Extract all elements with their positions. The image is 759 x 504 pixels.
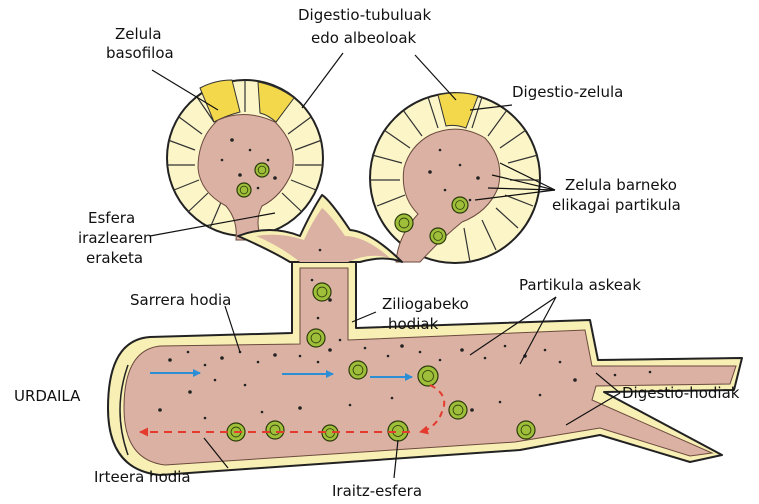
free-particle (238, 173, 242, 177)
free-particle (364, 347, 367, 350)
free-particle (158, 408, 162, 412)
free-particle (249, 149, 252, 152)
excretion-sphere (430, 228, 446, 244)
free-particle (214, 379, 217, 382)
free-particle (220, 356, 224, 360)
free-particle (439, 359, 442, 362)
label-digestio-hodiak: Digestio-hodiak (622, 384, 740, 402)
free-particle (261, 411, 264, 414)
free-particle (391, 397, 394, 400)
excretion-sphere (395, 214, 413, 232)
excretion-sphere (237, 183, 251, 197)
label-esfera-3: eraketa (86, 249, 143, 267)
excretion-sphere (449, 401, 467, 419)
excretion-sphere (517, 421, 535, 439)
left-tubule (167, 80, 323, 240)
excretion-sphere (349, 361, 367, 379)
free-particle (244, 384, 247, 387)
free-particle (188, 390, 192, 394)
label-zelula-basofiloa-1: Zelula (115, 25, 162, 43)
free-particle (317, 317, 320, 320)
free-particle (469, 199, 472, 202)
free-particle (230, 138, 234, 142)
label-partikula-askeak: Partikula askeak (519, 276, 641, 294)
free-particle (311, 279, 314, 282)
free-particle (349, 404, 352, 407)
free-particle (204, 364, 207, 367)
free-particle (428, 170, 432, 174)
free-particle (544, 349, 547, 352)
free-particle (400, 344, 404, 348)
free-particle (204, 417, 207, 420)
free-particle (273, 353, 277, 357)
free-particle (470, 408, 474, 412)
free-particle (539, 394, 542, 397)
free-particle (444, 189, 447, 192)
label-digestio-zelula: Digestio-zelula (512, 83, 623, 101)
excretion-sphere (418, 366, 438, 386)
free-particle (257, 361, 260, 364)
free-particle (476, 176, 480, 180)
label-esfera-1: Esfera (88, 209, 135, 227)
free-particle (419, 351, 422, 354)
label-zelula-basofiloa-2: basofiloa (106, 44, 174, 62)
label-zelula-barneko-2: elikagai partikula (552, 196, 681, 214)
free-particle (439, 149, 442, 152)
label-ziliogabeko-2: hodiak (388, 315, 439, 333)
free-particle (339, 339, 342, 342)
free-particle (614, 374, 617, 377)
free-particle (387, 355, 390, 358)
free-particle (273, 176, 277, 180)
right-tubule (370, 93, 540, 263)
free-particle (460, 348, 464, 352)
excretion-sphere (255, 163, 269, 177)
free-particle (504, 345, 507, 348)
label-zelula-barneko-1: Zelula barneko (565, 176, 677, 194)
label-iraitz-esfera: Iraitz-esfera (332, 482, 422, 500)
free-particle (559, 361, 562, 364)
excretion-sphere (307, 329, 325, 347)
label-sarrera-hodia: Sarrera hodia (130, 291, 231, 309)
free-particle (649, 371, 652, 374)
free-particle (257, 187, 260, 190)
free-particle (328, 348, 332, 352)
excretion-sphere (266, 421, 284, 439)
free-particle (168, 358, 172, 362)
label-esfera-2: irazlearen (78, 229, 153, 247)
free-particle (267, 159, 270, 162)
free-particle (298, 406, 302, 410)
free-particle (187, 351, 190, 354)
free-particle (319, 249, 322, 252)
excretion-sphere (452, 197, 468, 213)
label-irteera-hodia: Irteera hodia (94, 468, 191, 486)
free-particle (299, 355, 302, 358)
label-ziliogabeko-1: Ziliogabeko (382, 295, 469, 313)
free-particle (317, 361, 320, 364)
label-urdaila: URDAILA (14, 387, 81, 405)
free-particle (573, 378, 577, 382)
free-particle (221, 159, 224, 162)
label-digestio-tubuluak-2: edo albeoloak (311, 29, 417, 47)
free-particle (499, 401, 502, 404)
label-digestio-tubuluak-1: Digestio-tubuluak (298, 6, 431, 24)
free-particle (484, 357, 487, 360)
excretion-sphere (313, 283, 331, 301)
free-particle (459, 164, 462, 167)
